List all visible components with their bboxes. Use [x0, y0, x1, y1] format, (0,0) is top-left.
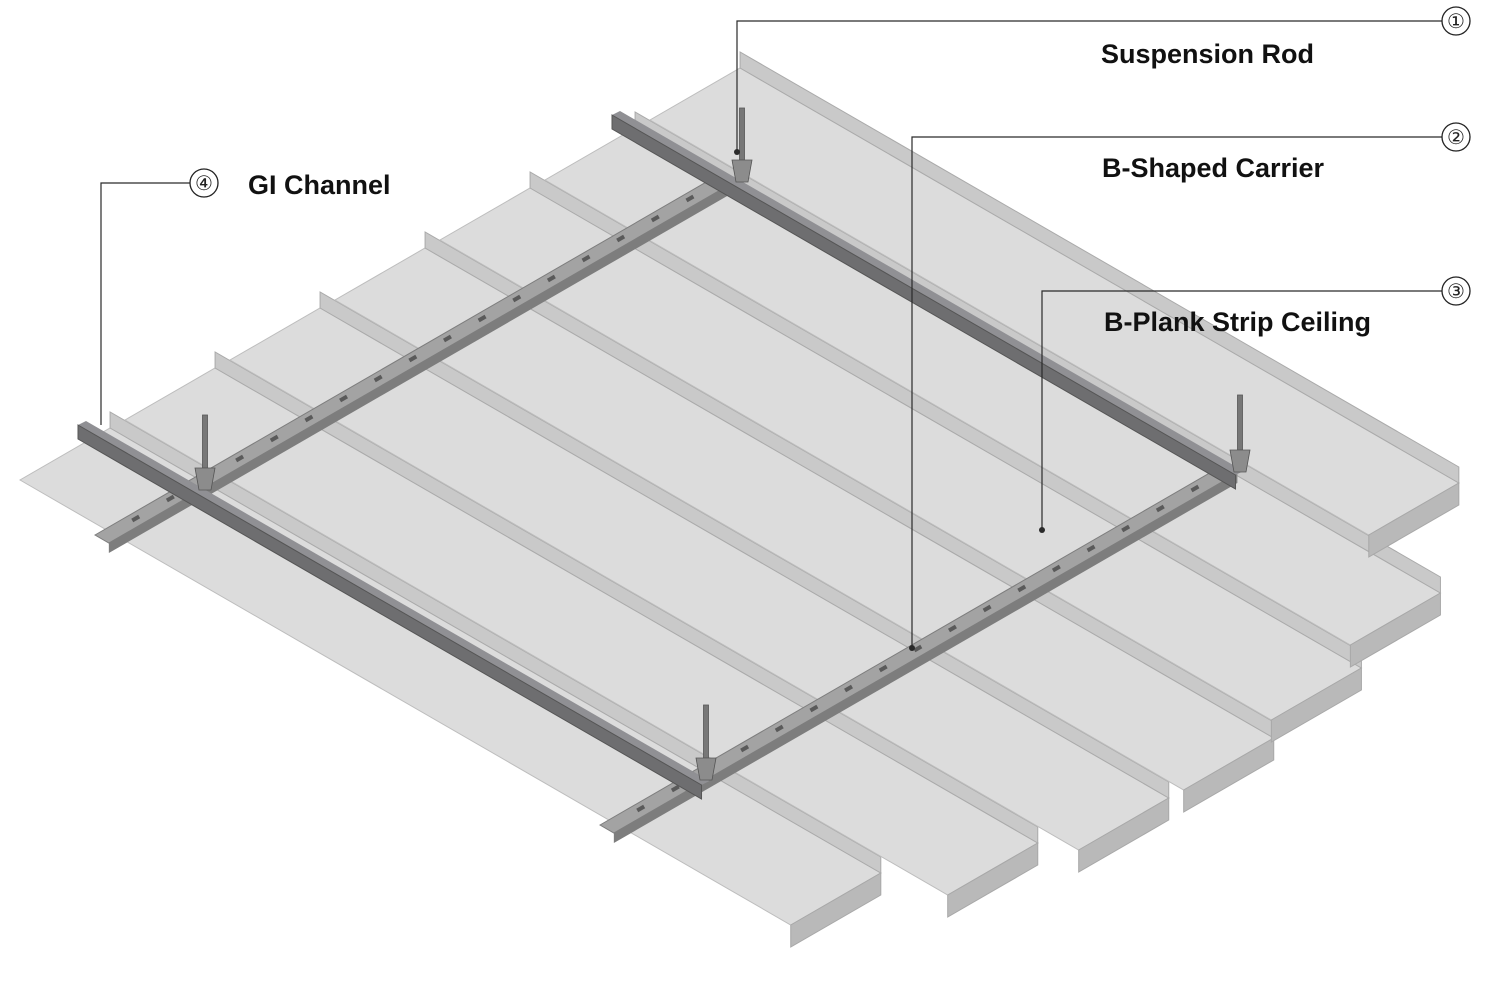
leader-lines — [100, 20, 1442, 651]
callout-number-circle — [1441, 122, 1471, 152]
callout-b-shaped-carrier: ② B-Shaped Carrier — [1102, 122, 1471, 183]
plank-lip — [739, 51, 1460, 484]
carrier-slot — [774, 724, 784, 733]
plank-lip — [109, 411, 882, 874]
carrier-side — [108, 183, 733, 553]
carrier-slot — [1121, 524, 1131, 533]
carrier-slot — [165, 494, 175, 503]
suspension-rod — [703, 704, 709, 759]
callout-label: B-Shaped Carrier — [1102, 153, 1325, 183]
carrier-slot — [477, 314, 487, 323]
carrier-slot — [373, 374, 383, 383]
plank-lip — [319, 291, 1170, 799]
carrier-slot — [1051, 564, 1061, 573]
rod-hanger-bracket — [1229, 449, 1251, 473]
carrier-slot — [512, 294, 522, 303]
plank-end-fold — [790, 872, 882, 948]
callout-number: ② — [1447, 125, 1465, 149]
carrier-slot — [670, 784, 680, 793]
plank-end-fold — [1368, 482, 1460, 558]
callout-suspension-rod: ① Suspension Rod — [1101, 6, 1471, 69]
carriers — [94, 174, 1239, 843]
callout-number-circle — [1441, 276, 1471, 306]
suspension-rod — [202, 414, 208, 469]
plank-end-fold — [1078, 797, 1170, 873]
leader-line — [736, 20, 1442, 152]
carrier-slot — [235, 454, 245, 463]
carrier-slot — [339, 394, 349, 403]
callout-label: GI Channel — [248, 170, 391, 200]
carrier-slot — [947, 624, 957, 633]
leader-line — [911, 136, 1442, 648]
carrier-slot — [616, 234, 626, 243]
plank-end-fold — [1183, 737, 1275, 813]
carrier-slot — [809, 704, 819, 713]
callout-number: ④ — [195, 171, 213, 195]
carrier-slot — [913, 644, 923, 653]
rod-hanger-bracket — [194, 467, 216, 491]
plank-lip — [214, 351, 1039, 844]
callout-label: B-Plank Strip Ceiling — [1104, 307, 1371, 337]
callout-label: Suspension Rod — [1101, 39, 1314, 69]
carrier-slot — [636, 804, 646, 813]
rod-hanger-bracket — [695, 757, 717, 781]
carrier-slot — [442, 334, 452, 343]
carrier-slot — [878, 664, 888, 673]
carrier-slot — [1190, 484, 1200, 493]
suspension-rod — [739, 107, 745, 161]
plank-end-fold — [1270, 667, 1362, 743]
carrier-side — [613, 473, 1238, 843]
ceiling-planks — [19, 51, 1460, 948]
carrier-slot — [408, 354, 418, 363]
carrier-slot — [685, 194, 695, 203]
carrier-slot — [740, 744, 750, 753]
carrier-slot — [982, 604, 992, 613]
plank-end-fold — [947, 842, 1039, 918]
carrier-slot — [844, 684, 854, 693]
callout-number: ① — [1447, 9, 1465, 33]
gi-channel — [77, 424, 703, 800]
carrier-slot — [1086, 544, 1096, 553]
carrier-slot — [546, 274, 556, 283]
rod-hanger-bracket — [731, 159, 753, 183]
carrier-slot — [269, 434, 279, 443]
leader-line — [1041, 290, 1442, 530]
gi-channel — [611, 114, 1237, 490]
callout-number-circle — [1441, 6, 1471, 36]
channel-top — [78, 421, 710, 785]
channel-top — [612, 111, 1244, 475]
carrier-slot — [131, 514, 141, 523]
suspension-rods — [194, 107, 1251, 781]
carrier-slot — [304, 414, 314, 423]
carrier-slot — [1017, 584, 1027, 593]
leader-dot — [1039, 527, 1045, 533]
leader-dot — [734, 149, 740, 155]
callout-number: ③ — [1447, 279, 1465, 303]
callout-gi-channel: ④ GI Channel — [189, 168, 391, 200]
gi-channels — [77, 111, 1244, 800]
plank-end-fold — [1349, 592, 1441, 668]
callout-number-circle — [189, 168, 219, 198]
suspension-rod — [1237, 394, 1243, 451]
leader-dot — [909, 645, 915, 651]
carrier-slot — [1155, 504, 1165, 513]
carrier-slot — [581, 254, 591, 263]
leader-line — [100, 182, 190, 425]
carrier-slot — [650, 214, 660, 223]
callout-b-plank-strip-ceiling: ③ B-Plank Strip Ceiling — [1104, 276, 1471, 337]
